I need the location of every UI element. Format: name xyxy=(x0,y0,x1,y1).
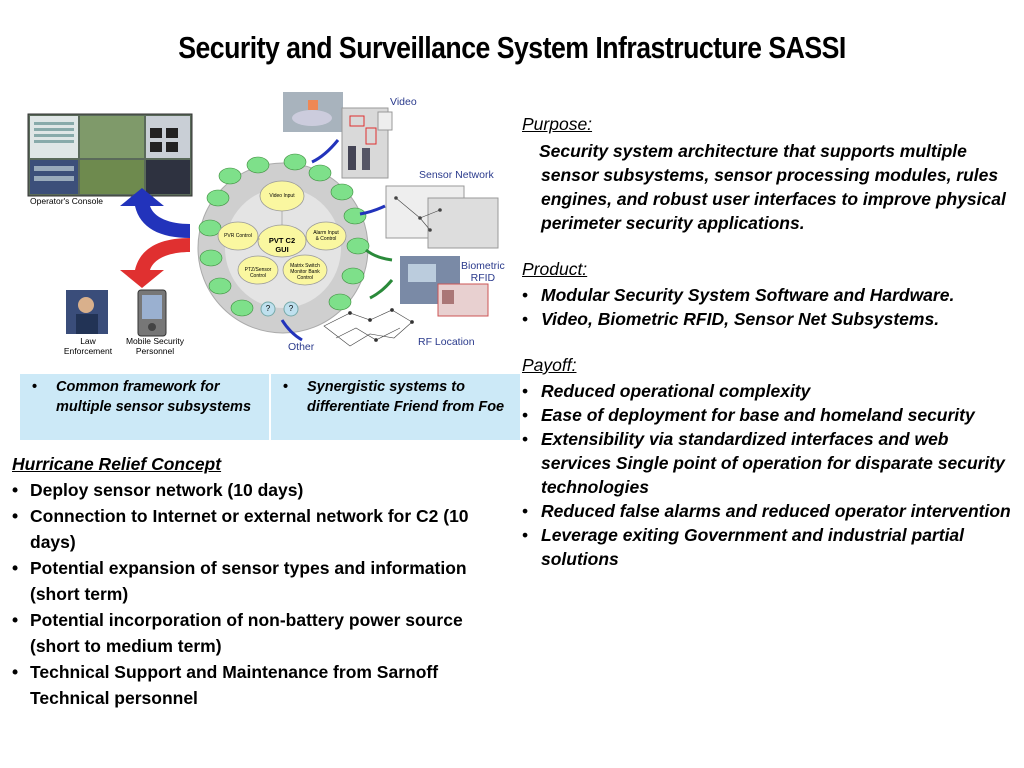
hurricane-section: Hurricane Relief Concept •Deploy sensor … xyxy=(12,451,482,711)
framework-text-2: Synergistic systems to differentiate Fri… xyxy=(307,379,505,415)
list-item: •Video, Biometric RFID, Sensor Net Subsy… xyxy=(522,309,940,329)
list-item: •Ease of deployment for base and homelan… xyxy=(522,405,975,425)
purpose-text: Security system architecture that suppor… xyxy=(539,141,1006,233)
hub-diagram xyxy=(197,153,370,334)
hurricane-heading: Hurricane Relief Concept xyxy=(12,454,222,474)
question-node-2: ? xyxy=(288,304,294,313)
framework-cell-1: •Common framework for multiple sensor su… xyxy=(20,374,269,440)
video-image xyxy=(283,92,393,179)
list-item: •Technical Support and Maintenance from … xyxy=(12,662,439,708)
video-label: Video xyxy=(390,96,417,108)
framework-cell-2: •Synergistic systems to differentiate Fr… xyxy=(269,374,520,440)
list-item: •Connection to Internet or external netw… xyxy=(12,506,469,552)
hub-node-matrix: Matrix Switch Monitor Bank Control xyxy=(290,263,320,281)
list-item: •Reduced false alarms and reduced operat… xyxy=(522,501,1011,521)
list-item: •Potential incorporation of non-battery … xyxy=(12,610,463,656)
biometric-rfid-image xyxy=(400,256,489,317)
rf-location-image xyxy=(323,308,414,347)
list-item: •Modular Security System Software and Ha… xyxy=(522,285,955,305)
rf-location-label: RF Location xyxy=(418,336,475,348)
list-item: •Potential expansion of sensor types and… xyxy=(12,558,467,604)
hub-node-video-input: Video Input xyxy=(269,193,295,199)
operators-console-image xyxy=(27,113,193,197)
blue-arrow-icon xyxy=(120,188,190,238)
red-arrow-icon xyxy=(120,238,190,288)
sensor-network-label: Sensor Network xyxy=(419,169,494,181)
operators-console-label: Operator's Console xyxy=(30,196,103,206)
sensor-network-image xyxy=(385,185,499,249)
product-heading: Product: xyxy=(522,259,588,279)
hub-node-ptz: PTZ/Sensor Control xyxy=(244,267,272,279)
list-item: •Reduced operational complexity xyxy=(522,381,811,401)
framework-text-1: Common framework for multiple sensor sub… xyxy=(56,379,252,415)
list-item: •Extensibility via standardized interfac… xyxy=(522,429,1005,497)
payoff-heading: Payoff: xyxy=(522,355,577,375)
diagram-graphics xyxy=(27,92,499,347)
other-label: Other xyxy=(288,341,315,353)
framework-box: •Common framework for multiple sensor su… xyxy=(20,374,520,440)
pointer-arrows xyxy=(280,139,386,342)
purpose-heading: Purpose: xyxy=(522,114,593,134)
list-item: •Leverage exiting Government and industr… xyxy=(522,525,965,569)
law-enforcement-image xyxy=(66,290,108,334)
right-column: Purpose: Security system architecture th… xyxy=(522,112,1012,571)
list-item: •Deploy sensor network (10 days) xyxy=(12,480,304,500)
hub-node-alarm: Alarm Input & Control xyxy=(313,230,339,242)
question-node-1: ? xyxy=(265,304,271,313)
mobile-device-image xyxy=(137,289,167,337)
hub-node-pvr-control: PVR Control xyxy=(224,233,252,239)
page-title: Security and Surveillance System Infrast… xyxy=(178,30,846,65)
